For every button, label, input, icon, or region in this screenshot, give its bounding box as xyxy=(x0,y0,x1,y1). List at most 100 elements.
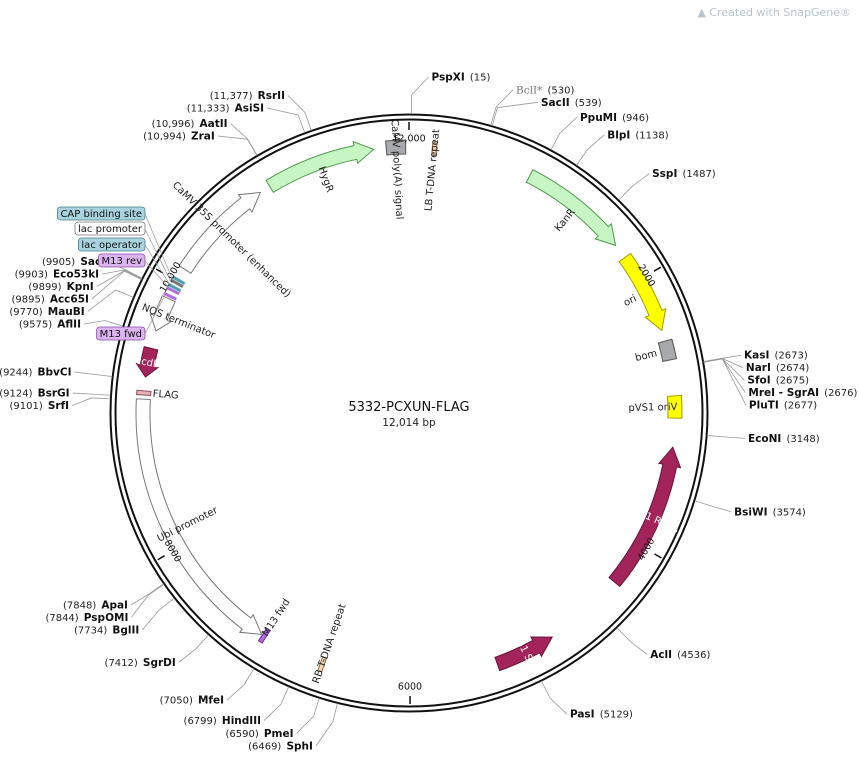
site-ppumi[interactable]: PpuMI (946) xyxy=(550,106,649,151)
site-sphi[interactable]: (6469) SphI xyxy=(248,703,338,754)
site-aatii[interactable]: (10,996) AatII xyxy=(152,112,258,156)
feature-nos-terminator[interactable]: NOS terminator xyxy=(140,294,218,342)
site-label: (9244) BbvCI xyxy=(0,361,72,380)
site-position: (7734) xyxy=(74,625,107,636)
box-label-text: lac promoter xyxy=(78,224,143,235)
feature-ubi-promoter[interactable]: Ubi promoter xyxy=(135,398,263,636)
site-blpi[interactable]: BlpI (1138) xyxy=(576,123,669,166)
site-bcli[interactable]: BclI* (530) xyxy=(490,78,575,126)
feature-m13-fwd[interactable]: M13 fwd xyxy=(257,597,293,644)
box-label-lac-promoter[interactable]: lac promoter xyxy=(74,221,172,283)
site-sacii[interactable]: SacII (539) xyxy=(491,91,602,126)
site-label: KasI (2673) xyxy=(744,344,808,363)
feature-shape xyxy=(657,338,678,362)
site-position: (530) xyxy=(547,85,574,96)
site-leader-line xyxy=(296,698,320,734)
site-label: (9770) MauBI xyxy=(9,300,84,319)
feature-ccdb[interactable]: ccdB xyxy=(135,346,161,378)
site-label: (9899) KpnI xyxy=(28,275,93,294)
box-label-m13-fwd[interactable]: M13 fwd xyxy=(96,293,166,341)
site-aflii[interactable]: (9575) AflII xyxy=(19,312,124,331)
feature-pvs1-repa[interactable]: pVS1 RepA xyxy=(608,446,682,588)
site-position: (6469) xyxy=(248,742,281,753)
small-feature-lac-operator[interactable] xyxy=(167,282,182,293)
site-kpni[interactable]: (9899) KpnI xyxy=(28,270,142,294)
site-name: ZraI xyxy=(191,131,215,143)
feature-hygr[interactable]: HygR xyxy=(265,140,375,194)
site-leader-line xyxy=(490,89,514,126)
box-label-leader xyxy=(144,293,166,335)
site-label: (7734) BglII xyxy=(74,618,139,637)
site-label: SacII (539) xyxy=(541,91,602,110)
box-label-m13-rev[interactable]: M13 rev xyxy=(98,253,169,288)
box-label-leader xyxy=(144,213,174,281)
site-position: (1138) xyxy=(635,130,668,141)
site-maubi[interactable]: (9770) MauBI xyxy=(9,289,134,319)
feature-ori[interactable]: ori xyxy=(618,252,667,332)
small-feature-cap-binding-site[interactable] xyxy=(171,275,186,285)
site-label: PluTI (2677) xyxy=(749,394,817,413)
site-label: (10,996) AatII xyxy=(152,112,228,131)
site-bbvci[interactable]: (9244) BbvCI xyxy=(0,361,113,380)
site-label: BlpI (1138) xyxy=(607,123,668,142)
site-sgrdi[interactable]: (7412) SgrDI xyxy=(105,634,209,670)
site-leader-line xyxy=(410,76,429,115)
feature-kanr[interactable]: KanR xyxy=(525,169,617,247)
site-hindiii[interactable]: (6799) HindIII xyxy=(184,686,290,728)
site-acli[interactable]: AclI (4536) xyxy=(616,627,711,662)
feature-rb-t-dna-repeat[interactable]: RB T-DNA repeat xyxy=(311,602,349,685)
feature-label: LB T-DNA repeat xyxy=(423,129,442,212)
box-label-lac-operator[interactable]: lac operator xyxy=(78,237,171,286)
site-name: MreI - SgrAI xyxy=(748,387,819,399)
site-name: AclI xyxy=(650,649,672,661)
feature-flag[interactable]: FLAG xyxy=(136,389,179,402)
feature-pvs1-oriv[interactable]: pVS1 oriV xyxy=(628,394,683,419)
small-feature-m13-rev[interactable] xyxy=(165,286,180,296)
tick-label: 12,000 xyxy=(392,134,425,145)
site-mfei[interactable]: (7050) MfeI xyxy=(160,668,255,708)
site-position: (10,996) xyxy=(152,119,195,130)
site-position: (7050) xyxy=(160,696,193,707)
backbone-outer-strand xyxy=(109,113,709,713)
site-label: (9895) Acc65I xyxy=(11,287,88,306)
feature-lb-t-dna-repeat[interactable]: LB T-DNA repeat xyxy=(423,129,442,212)
site-apai[interactable]: (7848) ApaI xyxy=(63,583,164,613)
site-pluti[interactable]: PluTI (2677) xyxy=(703,358,818,413)
site-leader-line xyxy=(72,392,111,396)
site-bsrgi[interactable]: (9124) BsrGI xyxy=(0,382,111,401)
site-position: (7412) xyxy=(105,658,138,669)
small-feature-m13-fwd[interactable] xyxy=(163,291,177,301)
site-pspomi[interactable]: (7844) PspOMI xyxy=(45,583,165,625)
site-bsiwi[interactable]: BsiWI (3574) xyxy=(694,500,806,519)
backbone-inner-strand xyxy=(114,118,704,708)
feature-pvs1-staa[interactable]: pVS1 StaA xyxy=(494,626,554,678)
site-leader-line xyxy=(616,627,648,655)
site-label: (6469) SphI xyxy=(248,735,313,754)
feature-camv-poly-a-signal[interactable]: CaMV poly(A) signal xyxy=(385,119,407,220)
site-srfi[interactable]: (9101) SrfI xyxy=(10,394,111,413)
site-pspxi[interactable]: PspXI (15) xyxy=(410,66,490,115)
box-label-cap-binding-site[interactable]: CAP binding site xyxy=(57,206,174,281)
site-econi[interactable]: EcoNI (3148) xyxy=(707,427,820,446)
feature-label: HygR xyxy=(316,165,335,194)
small-feature-lac-promoter[interactable] xyxy=(169,278,184,288)
site-pasi[interactable]: PasI (5129) xyxy=(541,680,634,722)
site-sspi[interactable]: SspI (1487) xyxy=(618,162,716,201)
feature-shape xyxy=(257,628,271,644)
site-label: (7050) MfeI xyxy=(160,689,224,708)
site-leader-line xyxy=(131,583,165,618)
box-label-leader xyxy=(144,228,172,283)
feature-bom[interactable]: bom xyxy=(634,338,678,364)
box-label-text: M13 fwd xyxy=(100,329,142,340)
site-label: MreI - SgrAI (2676) xyxy=(748,381,857,400)
site-name: KasI xyxy=(744,350,769,362)
site-asisi[interactable]: (11,333) AsiSI xyxy=(187,96,306,133)
site-pmei[interactable]: (6590) PmeI xyxy=(226,698,320,741)
site-name: SacII xyxy=(541,97,570,109)
site-leader-line xyxy=(267,107,306,133)
feature-camv-35s-promoter-enhanced[interactable]: CaMV 35S promoter (enhanced) xyxy=(170,180,293,300)
site-leader-line xyxy=(550,116,578,151)
site-rsrii[interactable]: (11,377) RsrII xyxy=(210,84,312,131)
feature-shape xyxy=(618,252,667,332)
site-bglii[interactable]: (7734) BglII xyxy=(74,597,175,637)
